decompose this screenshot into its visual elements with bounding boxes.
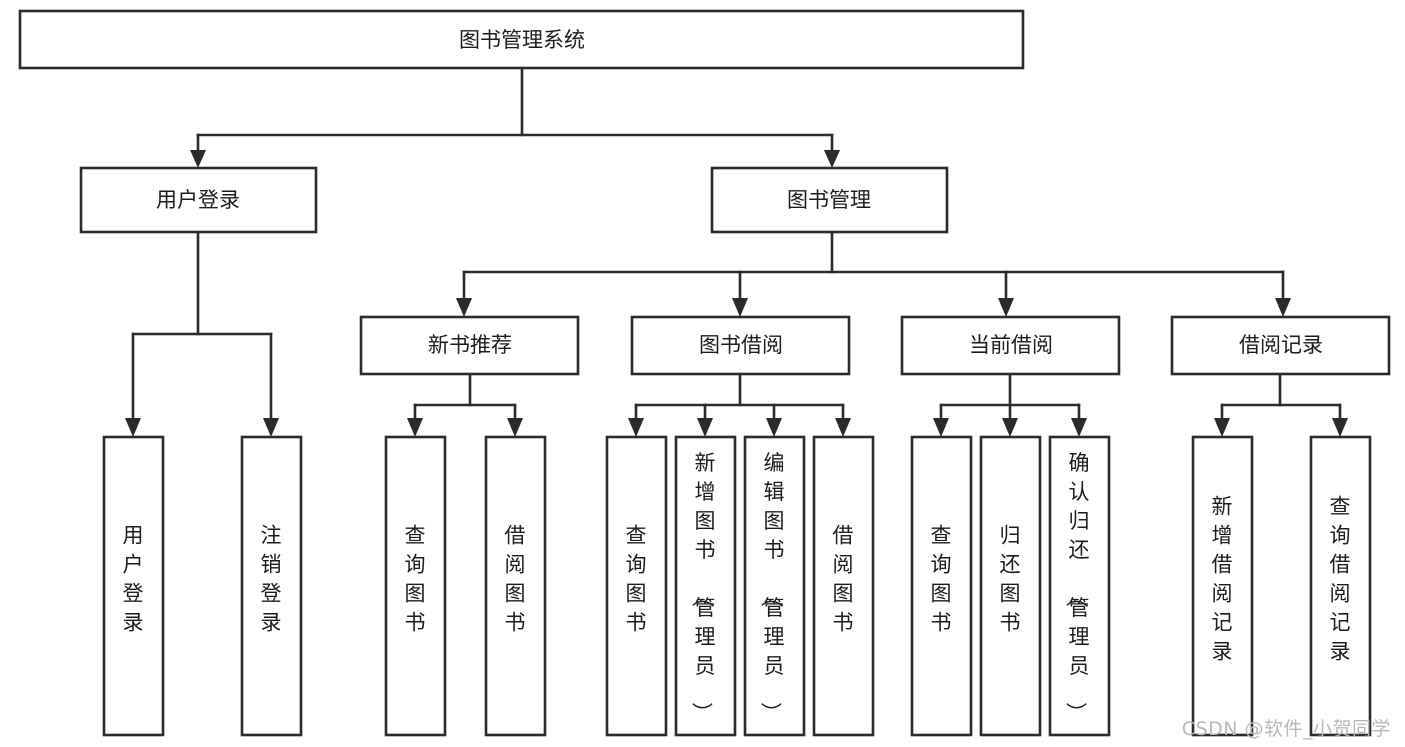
node-leaf-add-record-box[interactable] bbox=[1191, 435, 1254, 737]
node-leaf-logout[interactable]: 注销登录 bbox=[240, 435, 303, 737]
node-leaf-borrow-book-1[interactable]: 借阅图书 bbox=[484, 435, 547, 737]
node-leaf-edit-book[interactable]: 编辑图书（管理员） bbox=[743, 435, 806, 737]
node-leaf-add-book-label: 新增图书（管理员） bbox=[690, 451, 716, 723]
arrow-head-user-login bbox=[190, 150, 206, 168]
arrow-head-leaf-edit-book bbox=[766, 418, 782, 437]
arrow-head-book-manage bbox=[824, 150, 840, 168]
arrow-head-new-book-rec bbox=[456, 298, 472, 317]
node-leaf-logout-label: 注销登录 bbox=[261, 524, 282, 635]
node-leaf-query-book-1-box[interactable] bbox=[384, 435, 447, 737]
arrow-head-leaf-user-login bbox=[125, 418, 141, 437]
node-leaf-add-book-box[interactable] bbox=[674, 435, 737, 737]
node-leaf-user-login-box[interactable] bbox=[102, 435, 165, 737]
node-leaf-confirm-return[interactable]: 确认归还（管理员） bbox=[1048, 435, 1111, 737]
arrow-head-leaf-query-book-1 bbox=[407, 418, 423, 437]
arrow-head-leaf-borrow-book-2 bbox=[835, 418, 851, 437]
node-leaf-edit-book-box[interactable] bbox=[743, 435, 806, 737]
node-leaf-query-record[interactable]: 查询借阅记录 bbox=[1309, 435, 1372, 737]
node-current-borrow-label: 当前借阅 bbox=[969, 333, 1053, 357]
node-leaf-borrow-book-1-box[interactable] bbox=[484, 435, 547, 737]
arrow-head-current-borrow bbox=[998, 298, 1014, 317]
arrow-head-leaf-query-record bbox=[1332, 418, 1348, 437]
node-leaf-add-record[interactable]: 新增借阅记录 bbox=[1191, 435, 1254, 737]
connector-layer bbox=[125, 66, 1348, 437]
node-leaf-user-login[interactable]: 用户登录 bbox=[102, 435, 165, 737]
node-leaf-query-book-2-box[interactable] bbox=[605, 435, 668, 737]
node-leaf-query-book-3-label: 查询图书 bbox=[931, 524, 952, 635]
node-book-borrow[interactable]: 图书借阅 bbox=[630, 315, 851, 376]
node-current-borrow[interactable]: 当前借阅 bbox=[900, 315, 1121, 376]
node-leaf-query-book-2[interactable]: 查询图书 bbox=[605, 435, 668, 737]
node-book-manage[interactable]: 图书管理 bbox=[710, 166, 949, 234]
node-leaf-logout-box[interactable] bbox=[240, 435, 303, 737]
node-user-login-box[interactable] bbox=[79, 166, 318, 234]
node-leaf-query-book-2-label: 查询图书 bbox=[626, 524, 647, 635]
arrow-head-leaf-return-book bbox=[1002, 418, 1018, 437]
node-book-borrow-label: 图书借阅 bbox=[699, 333, 783, 357]
node-book-manage-label: 图书管理 bbox=[787, 188, 871, 212]
arrow-head-leaf-borrow-book-1 bbox=[507, 418, 523, 437]
node-leaf-borrow-book-1-label: 借阅图书 bbox=[505, 524, 526, 635]
node-borrow-record-label: 借阅记录 bbox=[1239, 333, 1323, 357]
node-leaf-query-book-1-label: 查询图书 bbox=[405, 524, 426, 635]
node-root[interactable]: 图书管理系统 bbox=[18, 9, 1025, 70]
arrow-head-book-borrow bbox=[732, 298, 748, 317]
arrow-head-leaf-add-book bbox=[697, 418, 713, 437]
node-leaf-return-book-box[interactable] bbox=[979, 435, 1042, 737]
node-leaf-query-book-3[interactable]: 查询图书 bbox=[910, 435, 973, 737]
arrow-head-leaf-add-record bbox=[1214, 418, 1230, 437]
node-leaf-query-record-box[interactable] bbox=[1309, 435, 1372, 737]
node-leaf-edit-book-label: 编辑图书（管理员） bbox=[759, 451, 785, 723]
node-borrow-record[interactable]: 借阅记录 bbox=[1170, 315, 1391, 376]
arrow-head-leaf-query-book-3 bbox=[933, 418, 949, 437]
node-new-book-rec-box[interactable] bbox=[359, 315, 580, 376]
node-leaf-add-record-label: 新增借阅记录 bbox=[1212, 495, 1233, 664]
node-leaf-borrow-book-2[interactable]: 借阅图书 bbox=[812, 435, 875, 737]
node-new-book-rec[interactable]: 新书推荐 bbox=[359, 315, 580, 376]
node-root-box[interactable] bbox=[18, 9, 1025, 70]
arrow-head-leaf-logout bbox=[263, 418, 279, 437]
node-leaf-borrow-book-2-box[interactable] bbox=[812, 435, 875, 737]
arrow-head-leaf-query-book-2 bbox=[628, 418, 644, 437]
node-borrow-record-box[interactable] bbox=[1170, 315, 1391, 376]
node-leaf-confirm-return-label: 确认归还（管理员） bbox=[1064, 451, 1090, 723]
node-current-borrow-box[interactable] bbox=[900, 315, 1121, 376]
node-leaf-query-book-3-box[interactable] bbox=[910, 435, 973, 737]
node-leaf-return-book-label: 归还图书 bbox=[1000, 524, 1021, 635]
node-leaf-user-login-label: 用户登录 bbox=[123, 524, 144, 635]
node-leaf-confirm-return-box[interactable] bbox=[1048, 435, 1111, 737]
node-user-login-label: 用户登录 bbox=[156, 188, 240, 212]
node-root-label: 图书管理系统 bbox=[459, 28, 585, 52]
arrow-head-leaf-confirm-return bbox=[1071, 418, 1087, 437]
node-leaf-borrow-book-2-label: 借阅图书 bbox=[833, 524, 854, 635]
node-user-login[interactable]: 用户登录 bbox=[79, 166, 318, 234]
node-new-book-rec-label: 新书推荐 bbox=[428, 333, 512, 357]
node-book-borrow-box[interactable] bbox=[630, 315, 851, 376]
node-leaf-query-record-label: 查询借阅记录 bbox=[1330, 495, 1351, 664]
node-book-manage-box[interactable] bbox=[710, 166, 949, 234]
node-leaf-return-book[interactable]: 归还图书 bbox=[979, 435, 1042, 737]
node-leaf-add-book[interactable]: 新增图书（管理员） bbox=[674, 435, 737, 737]
node-leaf-query-book-1[interactable]: 查询图书 bbox=[384, 435, 447, 737]
arrow-head-borrow-record bbox=[1275, 298, 1291, 317]
